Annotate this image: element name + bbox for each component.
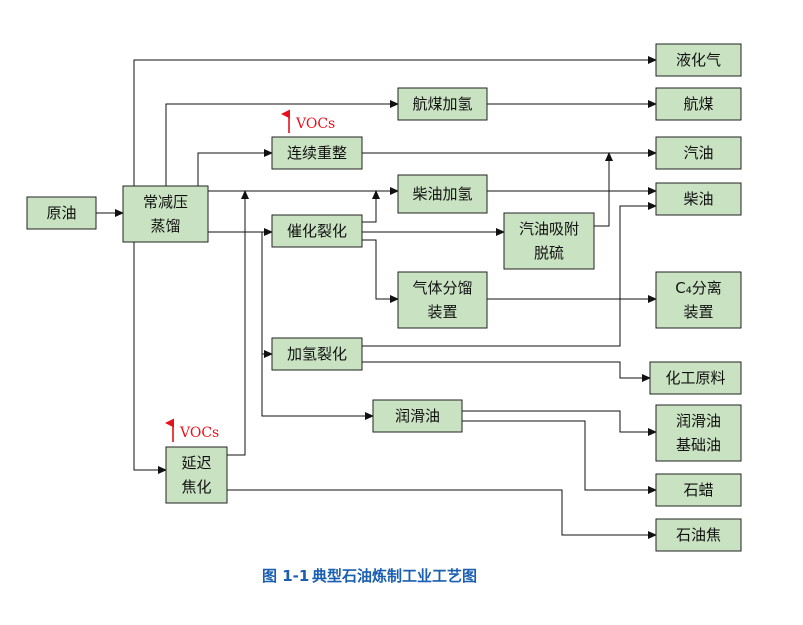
edge-bus-lube: [261, 354, 374, 420]
product-coke-label: 石油焦: [676, 526, 721, 544]
node-distill[interactable]: 常减压 蒸馏: [122, 185, 209, 243]
product-c4-sep[interactable]: C₄分离 装置: [655, 271, 742, 329]
edge-coking-coke: [227, 489, 657, 539]
product-jet-label: 航煤: [683, 95, 713, 113]
caption-title: 典型石油炼制工业工艺图: [312, 567, 477, 585]
node-fcc[interactable]: 催化裂化: [271, 214, 363, 248]
product-diesel[interactable]: 柴油: [655, 182, 742, 216]
product-gasoline-label: 汽油: [683, 144, 713, 162]
product-lube-base[interactable]: 润滑油 基础油: [655, 404, 742, 462]
edge-lube-base: [462, 410, 657, 436]
figure-caption: 图 1-1 典型石油炼制工业工艺图: [262, 567, 477, 585]
product-wax-label: 石蜡: [683, 481, 713, 499]
edge-coking-up: [227, 190, 249, 456]
edge-hydrocrack-chem: [362, 361, 651, 382]
node-jet-hydro[interactable]: 航煤加氢: [397, 87, 488, 121]
node-distill-label-1: 常减压: [143, 193, 188, 211]
product-gasoline[interactable]: 汽油: [655, 136, 742, 170]
product-lpg[interactable]: 液化气: [655, 43, 742, 77]
product-coke[interactable]: 石油焦: [655, 518, 742, 552]
product-lpg-label: 液化气: [676, 51, 721, 69]
caption-number: 图 1-1: [262, 567, 309, 585]
edge-gas-ads-gasoline: [594, 152, 613, 227]
edge-fcc-diesel-hydro: [362, 190, 380, 223]
product-wax[interactable]: 石蜡: [655, 473, 742, 507]
voc-label-reform: VOCs: [295, 116, 335, 132]
node-reform[interactable]: 连续重整: [271, 136, 363, 170]
node-gas-ads-label-1: 汽油吸附: [519, 220, 579, 238]
edge-hydrocrack-diesel: [362, 202, 657, 347]
node-gas-ads[interactable]: 汽油吸附 脱硫: [503, 212, 595, 270]
voc-label-coking: VOCs: [179, 425, 219, 441]
product-jet[interactable]: 航煤: [655, 87, 742, 121]
node-crude-label: 原油: [46, 204, 76, 222]
node-coking-label-2: 焦化: [181, 478, 211, 496]
product-chem-label: 化工原料: [665, 369, 725, 387]
node-crude[interactable]: 原油: [26, 196, 97, 230]
node-gas-frac[interactable]: 气体分馏 装置: [397, 271, 488, 329]
node-distill-label-2: 蒸馏: [150, 217, 180, 235]
node-reform-label: 连续重整: [287, 144, 347, 162]
node-coking[interactable]: 延迟 焦化: [165, 446, 228, 504]
flow-lines: [96, 56, 657, 539]
product-lube-base-label-1: 润滑油: [676, 412, 721, 430]
node-hydrocrack-label: 加氢裂化: [287, 345, 347, 363]
node-gas-ads-label-2: 脱硫: [534, 244, 564, 262]
product-diesel-label: 柴油: [683, 190, 713, 208]
edge-lube-wax: [462, 420, 657, 494]
edge-fcc-gas-frac: [362, 239, 399, 303]
voc-marker-coking: VOCs: [165, 418, 219, 442]
edge-distill-reform: [197, 149, 273, 186]
node-coking-label-1: 延迟: [181, 454, 211, 472]
node-gas-frac-label-2: 装置: [427, 303, 457, 321]
node-jet-hydro-label: 航煤加氢: [412, 95, 472, 113]
product-c4-sep-label-2: 装置: [683, 303, 713, 321]
node-fcc-label: 催化裂化: [287, 222, 347, 240]
node-lube-label: 润滑油: [395, 407, 440, 425]
node-diesel-hydro-label: 柴油加氢: [412, 185, 472, 203]
node-hydrocrack[interactable]: 加氢裂化: [271, 337, 363, 371]
node-diesel-hydro[interactable]: 柴油加氢: [397, 174, 488, 214]
edge-distill-jet-hydro: [165, 100, 399, 186]
product-chem[interactable]: 化工原料: [649, 361, 742, 395]
edge-distill-lpg: [133, 56, 657, 186]
voc-marker-reform: VOCs: [281, 109, 335, 133]
node-lube[interactable]: 润滑油: [372, 399, 463, 433]
product-lube-base-label-2: 基础油: [676, 436, 721, 454]
edge-distill-coking: [133, 242, 167, 474]
product-c4-sep-label-1: C₄分离: [675, 279, 722, 297]
edge-bus-hydrocrack: [261, 232, 273, 358]
node-gas-frac-label-1: 气体分馏: [412, 279, 472, 297]
